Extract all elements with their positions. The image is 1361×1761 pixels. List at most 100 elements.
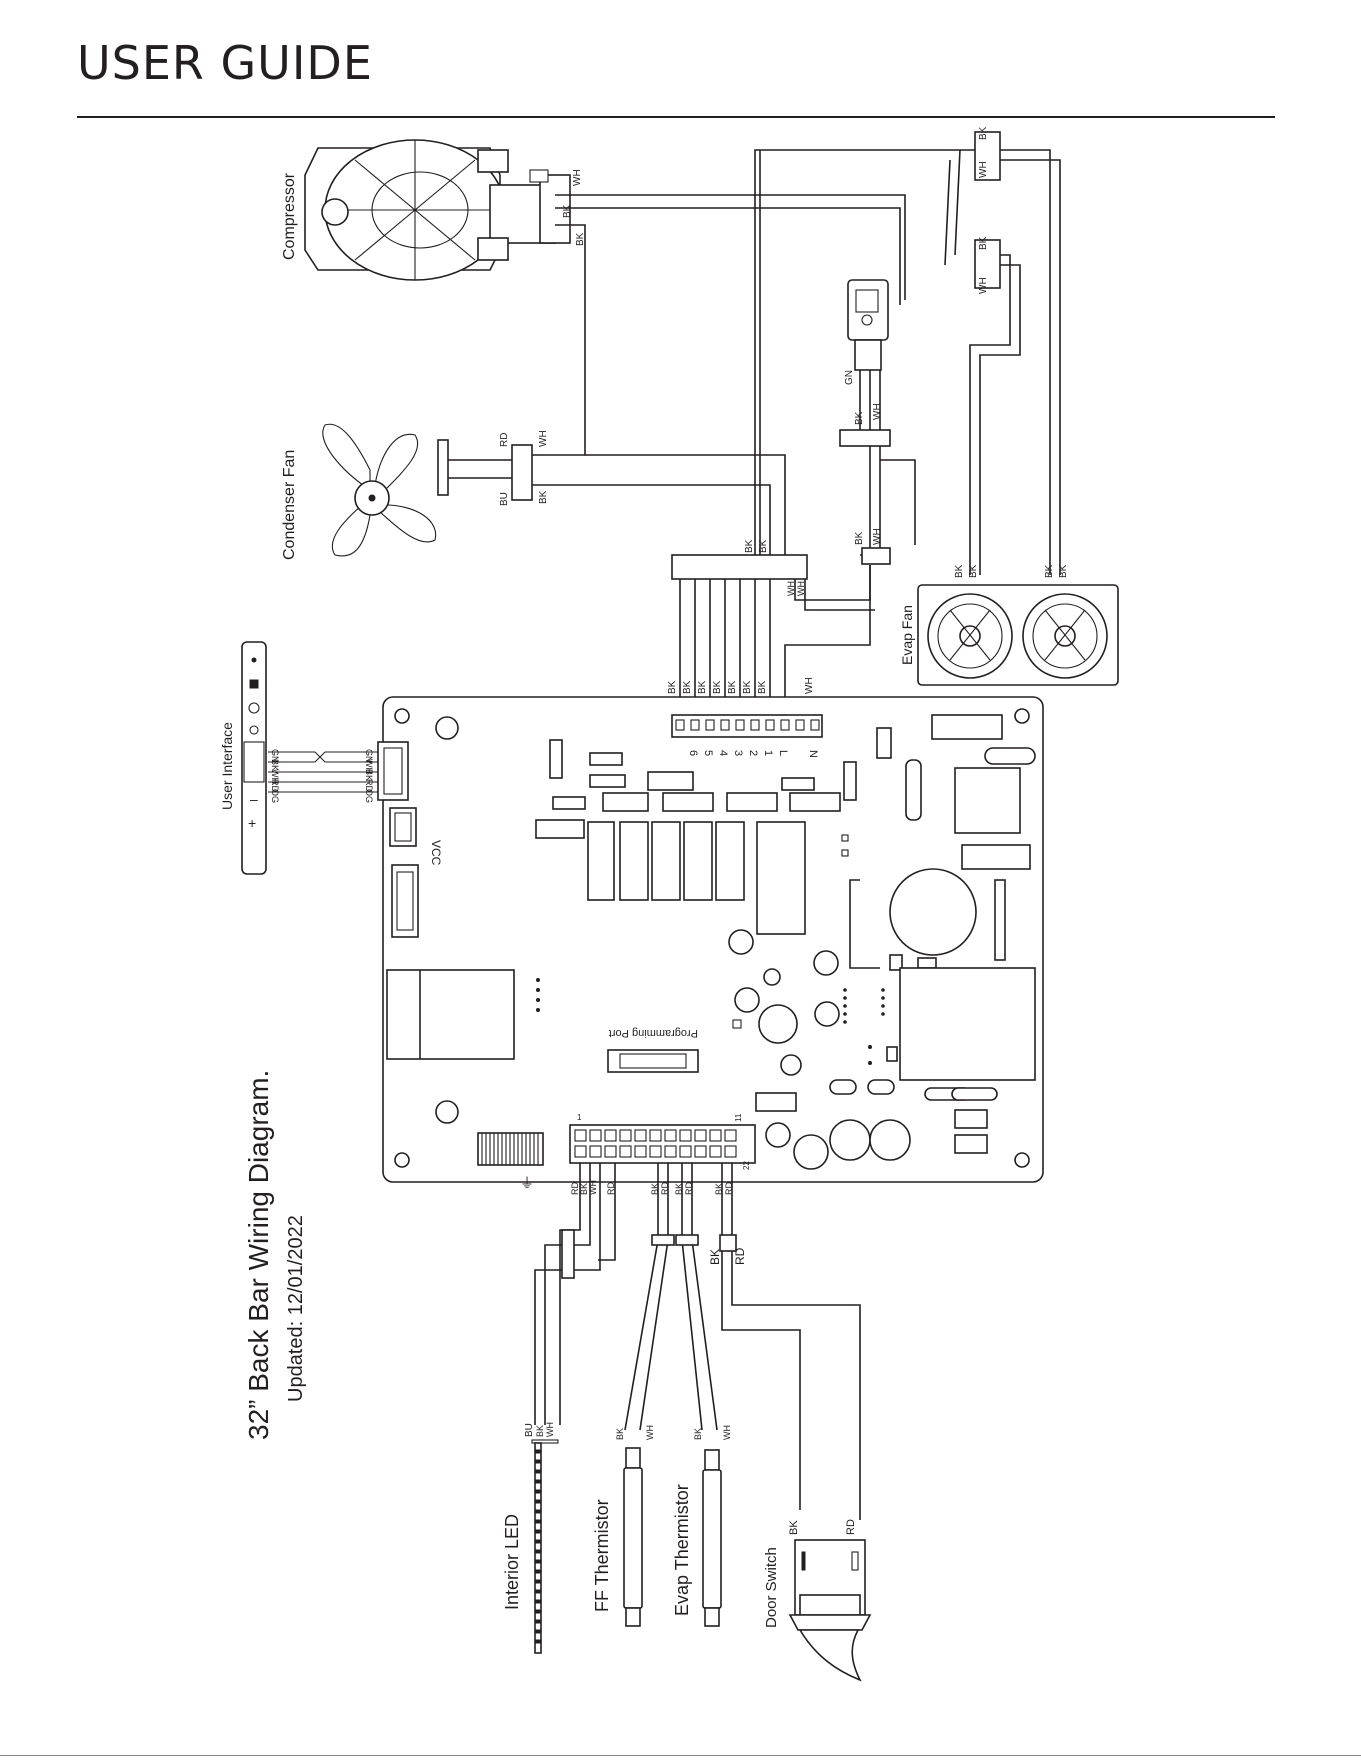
harness-connector <box>671 554 808 580</box>
terminal-pin-0: 6 <box>687 750 699 756</box>
ff-thermistor <box>623 1447 643 1627</box>
evap-thermistor <box>702 1449 722 1627</box>
door-wire-bk: BK <box>788 1520 800 1535</box>
door-switch-inline-connector <box>719 1234 737 1252</box>
power-wire-wh: WH <box>872 403 883 420</box>
programming-port-label: Programming Port <box>609 1027 698 1039</box>
led-wire-bu: BU <box>524 1423 535 1437</box>
harness-bk-1: BK <box>744 539 755 553</box>
bottom-wire-rd3: RD <box>660 1182 670 1195</box>
power-inline-bk: BK <box>854 531 865 545</box>
ui-pin-right-3: RD <box>364 779 374 792</box>
ui-pin-labels-left: GN BK WH RD OG <box>270 749 280 803</box>
terminal-wire-7: WH <box>804 677 815 694</box>
page-title: USER GUIDE <box>77 36 373 90</box>
evap-therm-wire-wh: WH <box>722 1425 732 1440</box>
harness-wh-1: WH <box>786 581 796 596</box>
terminal-pin-4: 2 <box>747 750 759 756</box>
terminal-pin-2: 4 <box>717 750 729 756</box>
diagram-title: 32” Back Bar Wiring Diagram. <box>243 1070 274 1440</box>
top-conn2-wh: WH <box>978 277 989 294</box>
interior-led <box>531 1439 559 1654</box>
harness-wh-2: WH <box>796 581 806 596</box>
power-inline-wh: WH <box>872 528 883 545</box>
terminal-wire-4: BK <box>727 680 738 694</box>
top-conn1-bk: BK <box>978 126 989 140</box>
condenser-wire-bk: BK <box>538 490 549 504</box>
ui-pin-left-4: OG <box>270 789 280 803</box>
ui-button-plus: + <box>248 815 256 831</box>
ui-pin-right-0: GN <box>364 749 374 763</box>
bottom-wire-rd2: RD <box>606 1182 616 1195</box>
evap-wire-bk1: BK <box>954 564 965 578</box>
terminal-pin-6: L <box>777 750 789 756</box>
compressor-wire-wh: WH <box>572 169 583 186</box>
evap-fan-label: Evap Fan <box>899 605 915 665</box>
condenser-wire-bu: BU <box>499 492 510 506</box>
condenser-wire-rd: RD <box>499 433 510 447</box>
evap-thermistor-connector <box>675 1234 699 1246</box>
power-module <box>839 279 891 447</box>
ui-pin-left-2: WH <box>270 769 280 784</box>
terminal-pin-5: 1 <box>762 750 774 756</box>
footer-rule <box>0 1755 1361 1756</box>
led-inline-connector <box>561 1229 575 1279</box>
door-inline-rd: RD <box>733 1247 747 1265</box>
terminal-wire-2: BK <box>697 680 708 694</box>
power-inline-connector <box>861 547 891 565</box>
top-conn2-bk: BK <box>978 236 989 250</box>
evap-wire-bk4: BK <box>1058 564 1069 578</box>
terminal-pin-labels: 6 5 4 3 2 1 L N <box>687 750 819 758</box>
header-rule <box>77 116 1275 118</box>
ground-symbol: ⏚ <box>520 1175 534 1191</box>
ff-thermistor-label: FF Thermistor <box>592 1499 612 1612</box>
user-interface <box>241 641 267 875</box>
condenser-fan <box>322 423 449 557</box>
ff-thermistor-connector <box>651 1234 675 1246</box>
evap-wire-bk3: BK <box>1044 564 1055 578</box>
top-connector-1 <box>974 131 1001 181</box>
terminal-wire-labels: BK BK BK BK BK BK BK WH <box>667 677 815 694</box>
ui-label: User Interface <box>219 722 235 810</box>
connector-pin-1: 1 <box>577 1113 582 1122</box>
evap-therm-wire-bk: BK <box>693 1428 703 1440</box>
door-switch-label: Door Switch <box>763 1547 780 1628</box>
ff-wire-bk: BK <box>615 1428 625 1440</box>
ui-pin-left-0: GN <box>270 749 280 763</box>
condenser-wire-wh: WH <box>538 430 549 447</box>
ui-pin-left-3: RD <box>270 779 280 792</box>
top-connector-2 <box>974 239 1001 289</box>
ui-pin-right-4: OG <box>364 789 374 803</box>
evap-fan <box>917 584 1119 686</box>
ui-pin-right-2: BK <box>364 769 374 781</box>
connector-pin-11: 11 <box>734 1113 743 1122</box>
power-wire-bk: BK <box>854 411 865 425</box>
evap-wire-bk2: BK <box>968 564 979 578</box>
terminal-wire-6: BK <box>757 680 768 694</box>
terminal-wire-3: BK <box>712 680 723 694</box>
connector-pin-22: 22 <box>742 1161 751 1170</box>
bottom-wire-labels: RD BK WH RD BK RD BK RD BK RD <box>570 1180 734 1195</box>
terminal-wire-1: BK <box>682 680 693 694</box>
top-conn1-wh: WH <box>978 161 989 178</box>
ff-wire-wh: WH <box>645 1425 655 1440</box>
door-inline-bk: BK <box>708 1249 722 1265</box>
led-wire-wh: WH <box>545 1422 555 1437</box>
compressor-wire-bk2: BK <box>575 232 586 246</box>
control-board <box>377 696 1044 1183</box>
bottom-wire-bk4: BK <box>714 1183 724 1195</box>
bottom-wire-bk2: BK <box>650 1183 660 1195</box>
condenser-fan-label: Condenser Fan <box>281 450 298 560</box>
condenser-fan-connector <box>511 444 533 501</box>
bottom-wire-rd1: RD <box>570 1182 580 1195</box>
led-wire-bk: BK <box>535 1425 545 1437</box>
door-switch <box>788 1539 872 1682</box>
bottom-wire-rd4: RD <box>684 1182 694 1195</box>
bottom-wire-bk1: BK <box>579 1183 589 1195</box>
compressor <box>304 139 571 281</box>
ui-button-minus: – <box>250 791 258 807</box>
terminal-wire-0: BK <box>667 680 678 694</box>
terminal-wire-5: BK <box>742 680 753 694</box>
bottom-wire-rd5: RD <box>724 1182 734 1195</box>
